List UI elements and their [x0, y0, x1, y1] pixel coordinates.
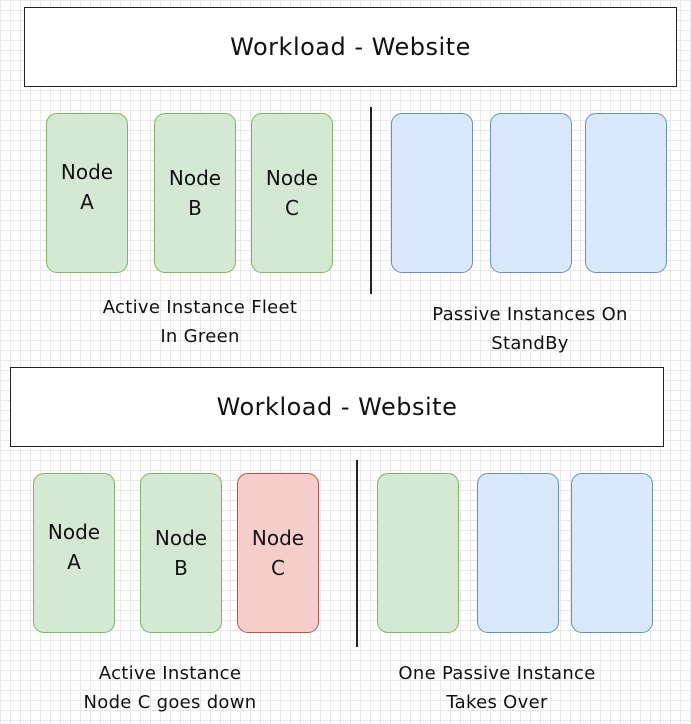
top-diagram: Workload - Website Node A Node B Node C … — [0, 0, 691, 360]
node-label: Node — [154, 526, 208, 550]
standby-instance-1 — [391, 113, 473, 273]
node-letter: A — [67, 550, 81, 574]
active-instance-caption: Active Instance Node C goes down — [30, 659, 310, 717]
passive-standby-caption: Passive Instances On StandBy — [390, 300, 670, 358]
workload-title: Workload - Website — [230, 33, 471, 61]
takeover-caption: One Passive Instance Takes Over — [357, 659, 637, 717]
promoted-instance — [377, 473, 459, 633]
caption-line-1: One Passive Instance — [398, 663, 596, 684]
node-label: Node — [47, 520, 101, 544]
node-label: Node — [251, 526, 305, 550]
caption-line-2: StandBy — [491, 333, 569, 354]
caption-line-2: Takes Over — [446, 692, 548, 713]
divider-line — [370, 107, 372, 294]
node-letter: B — [188, 196, 202, 220]
standby-instance-3 — [585, 113, 667, 273]
caption-line-2: In Green — [160, 326, 240, 347]
bottom-diagram: Workload - Website Node A Node B Node C … — [0, 360, 691, 724]
node-a: Node A — [46, 113, 128, 273]
caption-line-1: Active Instance — [98, 663, 242, 684]
standby-instance-1 — [477, 473, 559, 633]
node-letter: C — [285, 196, 299, 220]
active-fleet-caption: Active Instance Fleet In Green — [60, 293, 340, 351]
node-a: Node A — [33, 473, 115, 633]
standby-instance-2 — [490, 113, 572, 273]
node-label: Node — [60, 160, 114, 184]
node-letter: A — [80, 190, 94, 214]
node-letter: B — [174, 556, 188, 580]
workload-title-box: Workload - Website — [10, 367, 664, 447]
node-c: Node C — [251, 113, 333, 273]
caption-line-2: Node C goes down — [83, 692, 257, 713]
node-c-failed: Node C — [237, 473, 319, 633]
workload-title-box: Workload - Website — [24, 7, 677, 87]
divider-line — [356, 460, 358, 647]
node-b: Node B — [154, 113, 236, 273]
node-b: Node B — [140, 473, 222, 633]
node-label: Node — [168, 166, 222, 190]
workload-title: Workload - Website — [216, 393, 458, 421]
standby-instance-2 — [571, 473, 653, 633]
node-letter: C — [271, 556, 285, 580]
node-label: Node — [265, 166, 319, 190]
caption-line-1: Active Instance Fleet — [102, 297, 298, 318]
caption-line-1: Passive Instances On — [432, 304, 628, 325]
